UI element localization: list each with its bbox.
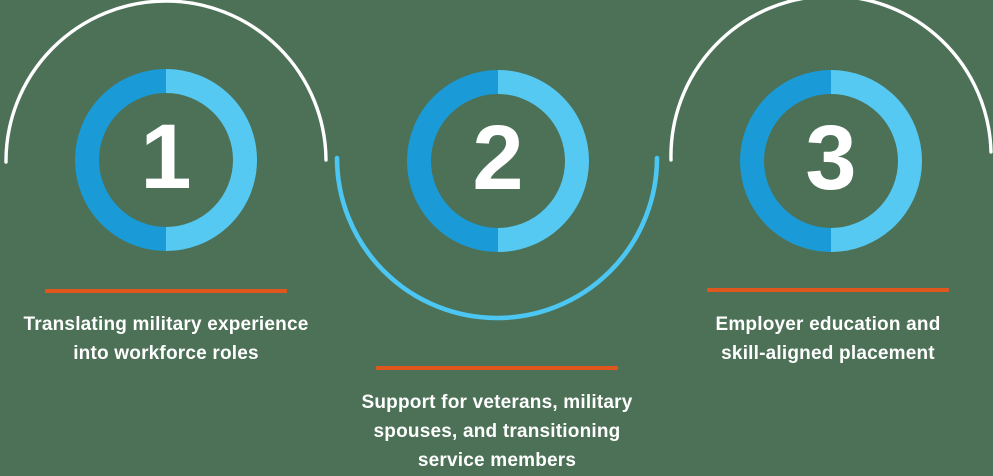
wave-crest-left bbox=[4, 0, 328, 164]
step-2-label-line-2: spouses, and transitioning bbox=[373, 421, 621, 442]
step-1-ring-graphic bbox=[75, 69, 257, 251]
step-1-ring: 1 bbox=[75, 69, 257, 251]
wave-crest-right bbox=[669, 0, 993, 162]
step-2-divider bbox=[376, 366, 618, 370]
step-3-label: Employer education and skill-aligned pla… bbox=[658, 310, 993, 368]
step-2-label-line-3: service members bbox=[417, 450, 577, 471]
step-2-ring-right-half bbox=[497, 70, 589, 252]
step-1-column: Translating military experience into wor… bbox=[0, 0, 336, 476]
step-3-ring-left-half bbox=[740, 70, 832, 252]
step-3-label-line-2: skill-aligned placement bbox=[721, 343, 935, 364]
step-2-label: Support for veterans, military spouses, … bbox=[327, 388, 667, 475]
step-3-ring: 3 bbox=[740, 70, 922, 252]
step-3-number: 3 bbox=[805, 107, 857, 209]
step-1-ring-left-half bbox=[75, 69, 167, 251]
step-3-ring-graphic bbox=[740, 70, 922, 252]
step-1-label-line-2: into workforce roles bbox=[73, 343, 259, 364]
step-3-label-line-1: Employer education and bbox=[715, 314, 941, 335]
step-2-number: 2 bbox=[472, 107, 524, 209]
step-1-ring-right-half bbox=[165, 69, 257, 251]
step-3-divider bbox=[707, 288, 949, 292]
step-3-ring-right-half bbox=[830, 70, 922, 252]
step-3-column: Employer education and skill-aligned pla… bbox=[658, 0, 993, 476]
step-1-label-line-1: Translating military experience bbox=[23, 314, 309, 335]
step-2-ring-graphic bbox=[407, 70, 589, 252]
step-2-ring-left-half bbox=[407, 70, 499, 252]
step-1-label: Translating military experience into wor… bbox=[0, 310, 336, 368]
step-1-number: 1 bbox=[140, 106, 192, 208]
step-2-label-line-1: Support for veterans, military bbox=[361, 392, 633, 413]
wave-trough-middle bbox=[334, 155, 660, 321]
step-2-ring: 2 bbox=[407, 70, 589, 252]
step-2-column: Support for veterans, military spouses, … bbox=[327, 0, 667, 476]
step-1-divider bbox=[45, 289, 287, 293]
